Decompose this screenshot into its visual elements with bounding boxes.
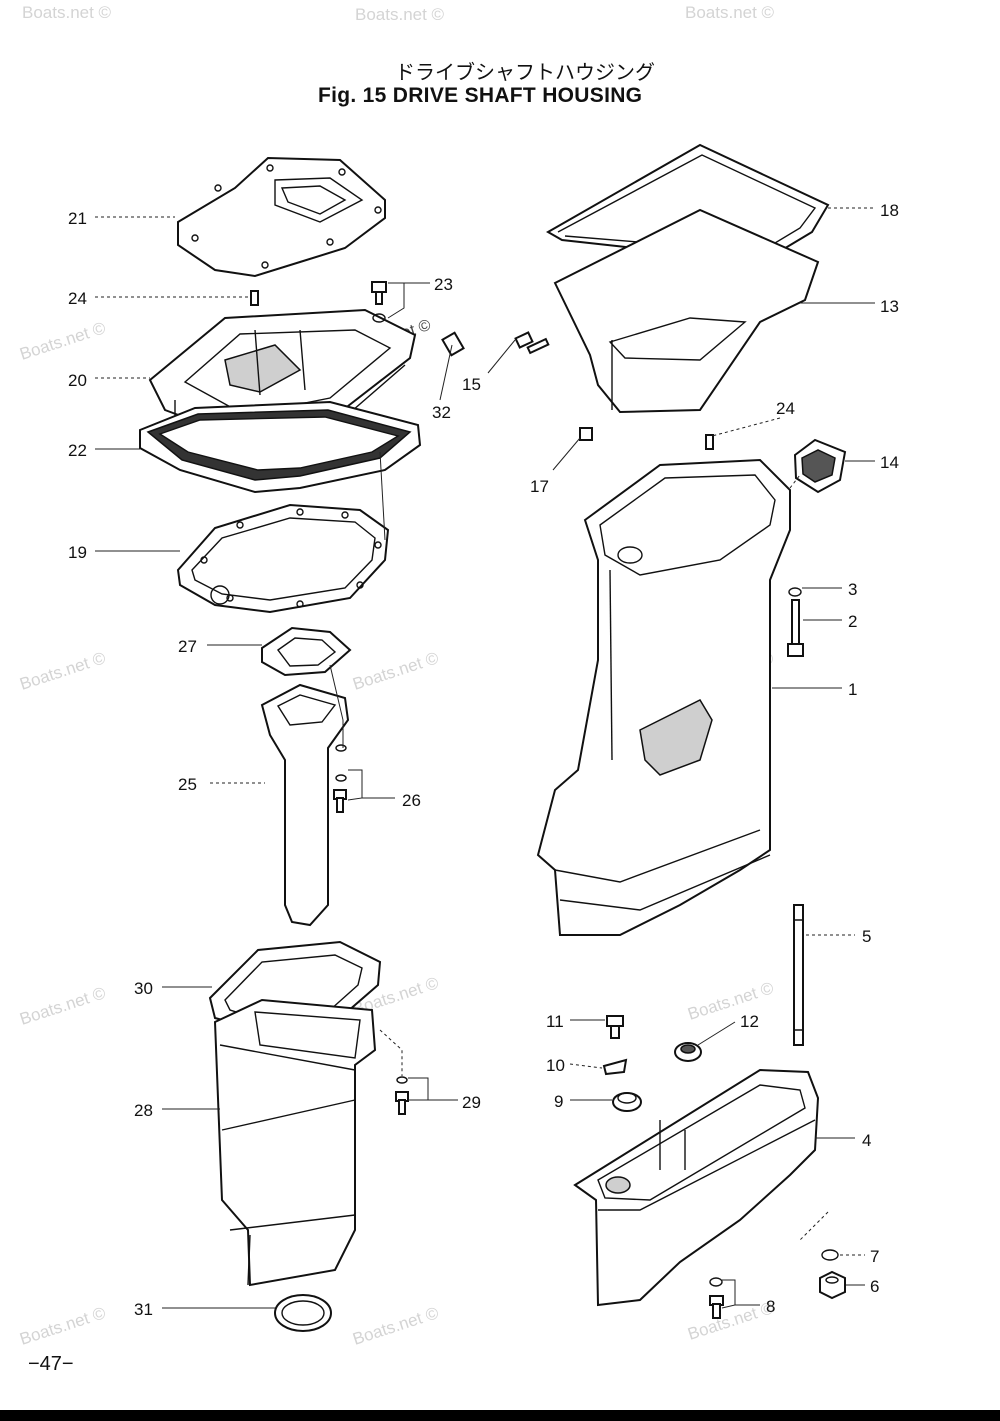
callout-label: 23 xyxy=(434,275,453,294)
callout-label: 14 xyxy=(880,453,899,472)
part-13-apron xyxy=(553,208,820,414)
callout-label: 21 xyxy=(68,209,87,228)
watermark: Boats.net © xyxy=(17,318,108,364)
callout-label: 2 xyxy=(848,612,857,631)
part-11-bolt xyxy=(606,1015,624,1039)
watermark: Boats.net © xyxy=(350,648,441,694)
callout-label: 30 xyxy=(134,979,153,998)
part-26-bolts xyxy=(333,744,347,813)
part-14-mount xyxy=(793,438,847,494)
part-32-plug xyxy=(441,331,465,357)
watermark: Boats.net © xyxy=(685,978,776,1024)
part-4-gear-case xyxy=(573,1068,820,1307)
part-6-nut xyxy=(819,1270,846,1300)
watermark: Boats.net © xyxy=(17,983,108,1029)
callout-label: 28 xyxy=(134,1101,153,1120)
watermark: Boats.net © xyxy=(22,3,112,22)
callout-label: 24 xyxy=(776,399,795,418)
part-3-washer xyxy=(788,587,802,597)
part-10-plate xyxy=(602,1058,628,1076)
part-24-dowel-pin-right xyxy=(705,434,714,450)
callout-numbers: 21 24 20 22 19 23 32 15 17 18 13 24 14 3… xyxy=(68,201,899,1319)
part-8-bolt xyxy=(709,1277,724,1319)
part-23-bolt xyxy=(371,281,387,323)
bottom-border xyxy=(0,1410,1000,1421)
page-number: −47− xyxy=(28,1353,74,1375)
part-12-grommet xyxy=(674,1042,702,1062)
part-25-exhaust-pipe xyxy=(260,683,350,927)
part-28-exhaust-casing xyxy=(213,998,377,1287)
callout-label: 32 xyxy=(432,403,451,422)
part-31-seal-ring xyxy=(274,1294,332,1332)
callout-label: 7 xyxy=(870,1247,879,1266)
part-19-gasket xyxy=(176,503,390,614)
callout-label: 22 xyxy=(68,441,87,460)
callout-label: 19 xyxy=(68,543,87,562)
part-22-gasket xyxy=(139,400,422,494)
part-20-upper-casing xyxy=(148,308,417,449)
callout-label: 10 xyxy=(546,1056,565,1075)
callout-label: 12 xyxy=(740,1012,759,1031)
callout-label: 18 xyxy=(880,201,899,220)
part-15-bolt xyxy=(514,331,550,355)
callout-label: 4 xyxy=(862,1131,871,1150)
watermark: Boats.net © xyxy=(685,3,775,22)
callout-label: 26 xyxy=(402,791,421,810)
callout-label: 25 xyxy=(178,775,197,794)
callout-label: 24 xyxy=(68,289,87,308)
callout-label: 3 xyxy=(848,580,857,599)
callout-label: 9 xyxy=(554,1092,563,1111)
part-7-washer xyxy=(821,1249,839,1261)
part-1-drive-shaft-housing xyxy=(536,458,791,936)
watermark: Boats.net © xyxy=(350,1303,441,1349)
callout-label: 6 xyxy=(870,1277,879,1296)
part-17-nut xyxy=(579,427,593,441)
callout-label: 15 xyxy=(462,375,481,394)
callout-label: 29 xyxy=(462,1093,481,1112)
callout-label: 8 xyxy=(766,1297,775,1316)
part-5-stud xyxy=(793,904,804,1046)
callout-label: 20 xyxy=(68,371,87,390)
watermark: Boats.net © xyxy=(355,5,445,24)
callout-label: 1 xyxy=(848,680,857,699)
callout-label: 5 xyxy=(862,927,871,946)
part-9-grommet xyxy=(612,1092,642,1112)
watermark: Boats.net © xyxy=(17,1303,108,1349)
part-27-gasket xyxy=(261,626,352,677)
callout-label: 17 xyxy=(530,477,549,496)
callout-label: 31 xyxy=(134,1300,153,1319)
callout-label: 27 xyxy=(178,637,197,656)
part-24-dowel-pin xyxy=(250,290,259,306)
watermark: Boats.net © xyxy=(685,1298,776,1344)
callout-label: 11 xyxy=(546,1012,564,1031)
title-english: Fig. 15 DRIVE SHAFT HOUSING xyxy=(318,84,643,107)
watermark: Boats.net © xyxy=(17,648,108,694)
leader-lines xyxy=(95,207,875,1309)
callout-label: 13 xyxy=(880,297,899,316)
part-29-bolts xyxy=(395,1076,409,1115)
part-21-gasket xyxy=(177,156,386,278)
title-japanese: ドライブシャフトハウジング xyxy=(395,60,655,84)
part-2-bolt xyxy=(787,599,804,657)
